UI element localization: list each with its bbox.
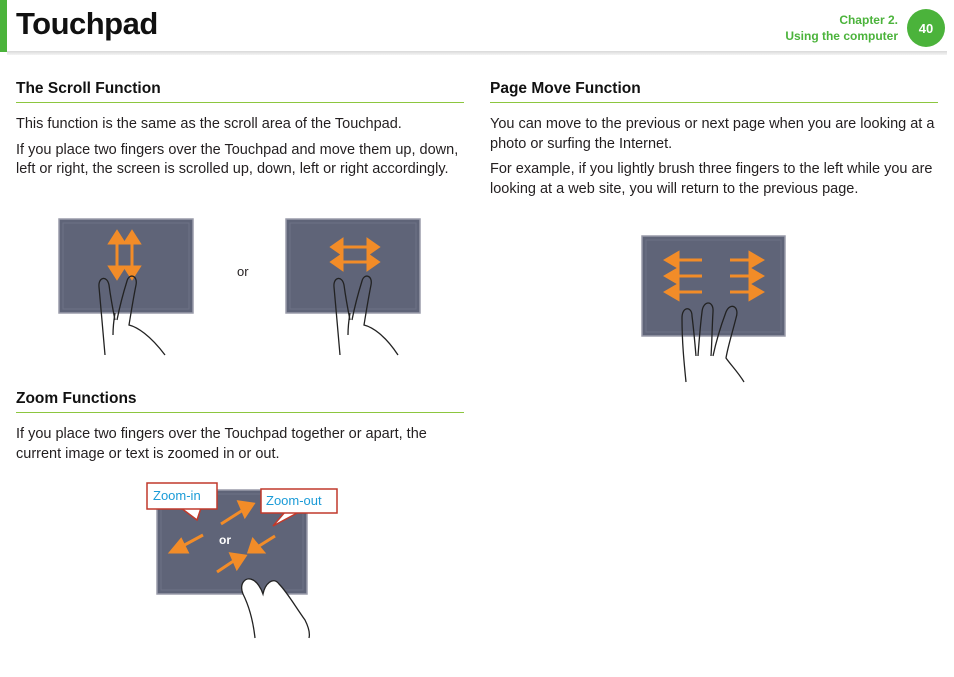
scroll-paragraph-2: If you place two fingers over the Touchp… [16, 141, 459, 178]
swipe-left-arrows-icon [663, 250, 702, 302]
swipe-right-arrows-icon [730, 250, 765, 302]
page-move-heading-rule [490, 102, 938, 103]
scroll-or-label: or [237, 264, 249, 279]
zoom-text: If you place two fingers over the Touchp… [16, 425, 464, 470]
page-title: Touchpad [16, 6, 158, 41]
touchpad-inner-edge [62, 222, 190, 310]
zoom-heading-rule [16, 412, 464, 413]
chapter-subtitle: Using the computer [785, 29, 898, 43]
scroll-horizontal-illustration [285, 218, 421, 356]
chapter-info: Chapter 2. Using the computer [785, 12, 898, 44]
pinch-hand-icon [241, 578, 311, 639]
touchpad-inner-edge [289, 222, 417, 310]
two-finger-hand-icon [98, 275, 166, 356]
touchpad-surface [285, 218, 421, 314]
page-move-heading: Page Move Function [490, 80, 641, 97]
two-finger-hand-icon [333, 275, 399, 356]
zoom-or-label: or [219, 533, 231, 547]
touchpad-inner-edge [645, 239, 782, 333]
zoom-in-callout: Zoom-in [146, 482, 218, 522]
zoom-heading: Zoom Functions [16, 390, 137, 407]
zoom-paragraph-1: If you place two fingers over the Touchp… [16, 426, 427, 462]
scroll-heading-rule [16, 102, 464, 103]
horizontal-scroll-arrows-icon [329, 237, 381, 272]
three-finger-hand-icon [681, 302, 745, 383]
scroll-heading: The Scroll Function [16, 80, 161, 97]
scroll-text: This function is the same as the scroll … [16, 115, 464, 186]
chapter-label: Chapter 2. [839, 13, 898, 27]
page-move-text: You can move to the previous or next pag… [490, 115, 938, 205]
page-move-illustration [641, 235, 786, 383]
zoom-in-arrows-icon [167, 500, 256, 554]
zoom-out-arrows-icon [216, 534, 276, 574]
vertical-scroll-arrows-icon [107, 229, 142, 281]
scroll-vertical-illustration [58, 218, 194, 356]
zoom-out-callout: Zoom-out [260, 488, 338, 527]
touchpad-surface [641, 235, 786, 337]
header-accent-bar [0, 0, 7, 52]
scroll-paragraph-1: This function is the same as the scroll … [16, 116, 402, 132]
page-number-badge: 40 [907, 9, 945, 47]
zoom-illustration: or Zoom-in Zoom-out [146, 482, 338, 639]
title-divider [7, 51, 947, 55]
page-move-paragraph-1: You can move to the previous or next pag… [490, 116, 935, 152]
zoom-in-label: Zoom-in [153, 488, 201, 503]
zoom-out-label: Zoom-out [266, 493, 322, 508]
page-move-paragraph-2: For example, if you lightly brush three … [490, 161, 933, 197]
touchpad-inner-edge [160, 493, 304, 591]
